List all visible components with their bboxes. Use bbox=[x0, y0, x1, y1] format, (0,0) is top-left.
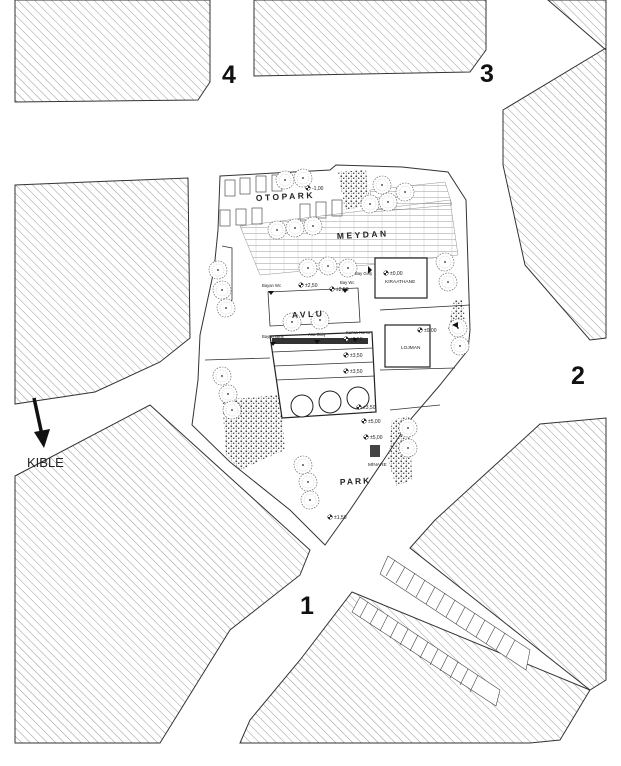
entrance-labels: Bayan Wc Bay Wc Bay Giriş Bayan Giriş An… bbox=[262, 271, 372, 339]
entrance-number-3: 3 bbox=[480, 60, 494, 88]
qibla-label: KIBLE bbox=[27, 455, 64, 470]
entrance-number-4: 4 bbox=[222, 61, 236, 89]
label-bayan-giris: Bayan Giriş bbox=[262, 334, 284, 339]
label-lojman: LOJMAN bbox=[401, 345, 421, 351]
level-minare-1: ±5,00 bbox=[368, 419, 381, 425]
parking-stalls-lower bbox=[351, 555, 531, 707]
entrance-arrows bbox=[268, 266, 458, 346]
label-bay-wc: Bay Wc bbox=[340, 280, 354, 285]
label-avlu: AVLU bbox=[292, 308, 325, 320]
label-meydan: MEYDAN bbox=[337, 228, 389, 241]
label-park: PARK bbox=[340, 475, 372, 487]
label-bay-giris: Bay Giriş bbox=[355, 271, 372, 276]
qibla-arrowhead-icon bbox=[34, 429, 50, 448]
qibla-direction: KIBLE bbox=[27, 397, 64, 470]
label-ana-giris: Ana Giriş bbox=[308, 332, 325, 337]
zone-labels: OTOPARK MEYDAN AVLU PARK KIRAATHANE LOJM… bbox=[256, 190, 421, 487]
lojman-building bbox=[384, 324, 431, 368]
entrance-number-2: 2 bbox=[571, 362, 585, 390]
entrance-numbers: 1 2 3 4 bbox=[222, 60, 585, 620]
level-lojman: ±0,00 bbox=[424, 328, 437, 334]
block-left-lower bbox=[14, 404, 311, 744]
level-harim-2: ±3,50 bbox=[350, 353, 363, 359]
block-top-right bbox=[547, 0, 607, 52]
entrance-number-1: 1 bbox=[300, 592, 314, 620]
level-park: ±1,50 bbox=[334, 515, 347, 521]
level-values: -1,00 ±0,00 ±2,50 ±0,00 ±3,50 ±3,50 ±3,5… bbox=[305, 186, 437, 521]
level-harim-3: ±3,50 bbox=[350, 369, 363, 375]
parking-area bbox=[219, 174, 343, 227]
block-top-left bbox=[14, 0, 211, 103]
block-bottom bbox=[239, 591, 591, 744]
level-harim-4: ±3,50 bbox=[363, 405, 376, 411]
block-top-middle bbox=[253, 0, 487, 77]
level-minare-2: ±5,00 bbox=[370, 435, 383, 441]
level-avlu: ±2,50 bbox=[305, 283, 318, 289]
label-kuran-kursu: Kur'an Kursu bbox=[346, 330, 371, 335]
label-otopark: OTOPARK bbox=[256, 190, 316, 203]
label-bayan-wc: Bayan Wc bbox=[262, 283, 281, 288]
harim-building bbox=[269, 331, 377, 419]
surrounding-blocks bbox=[14, 0, 607, 744]
level-otopark: -1,00 bbox=[312, 186, 324, 192]
block-left-upper bbox=[14, 177, 191, 405]
label-minare: MİNARE bbox=[368, 461, 387, 468]
dome bbox=[318, 390, 342, 414]
block-right bbox=[502, 47, 607, 341]
qibla-arrow-icon bbox=[32, 397, 44, 436]
mosque-complex-site bbox=[191, 164, 471, 546]
kiraathane-building bbox=[374, 257, 428, 299]
level-bay: ±2,50 bbox=[336, 287, 349, 293]
dome bbox=[290, 394, 314, 418]
minare bbox=[370, 445, 380, 457]
label-kiraathane: KIRAATHANE bbox=[385, 279, 415, 285]
level-kiraathane: ±0,00 bbox=[390, 271, 403, 277]
